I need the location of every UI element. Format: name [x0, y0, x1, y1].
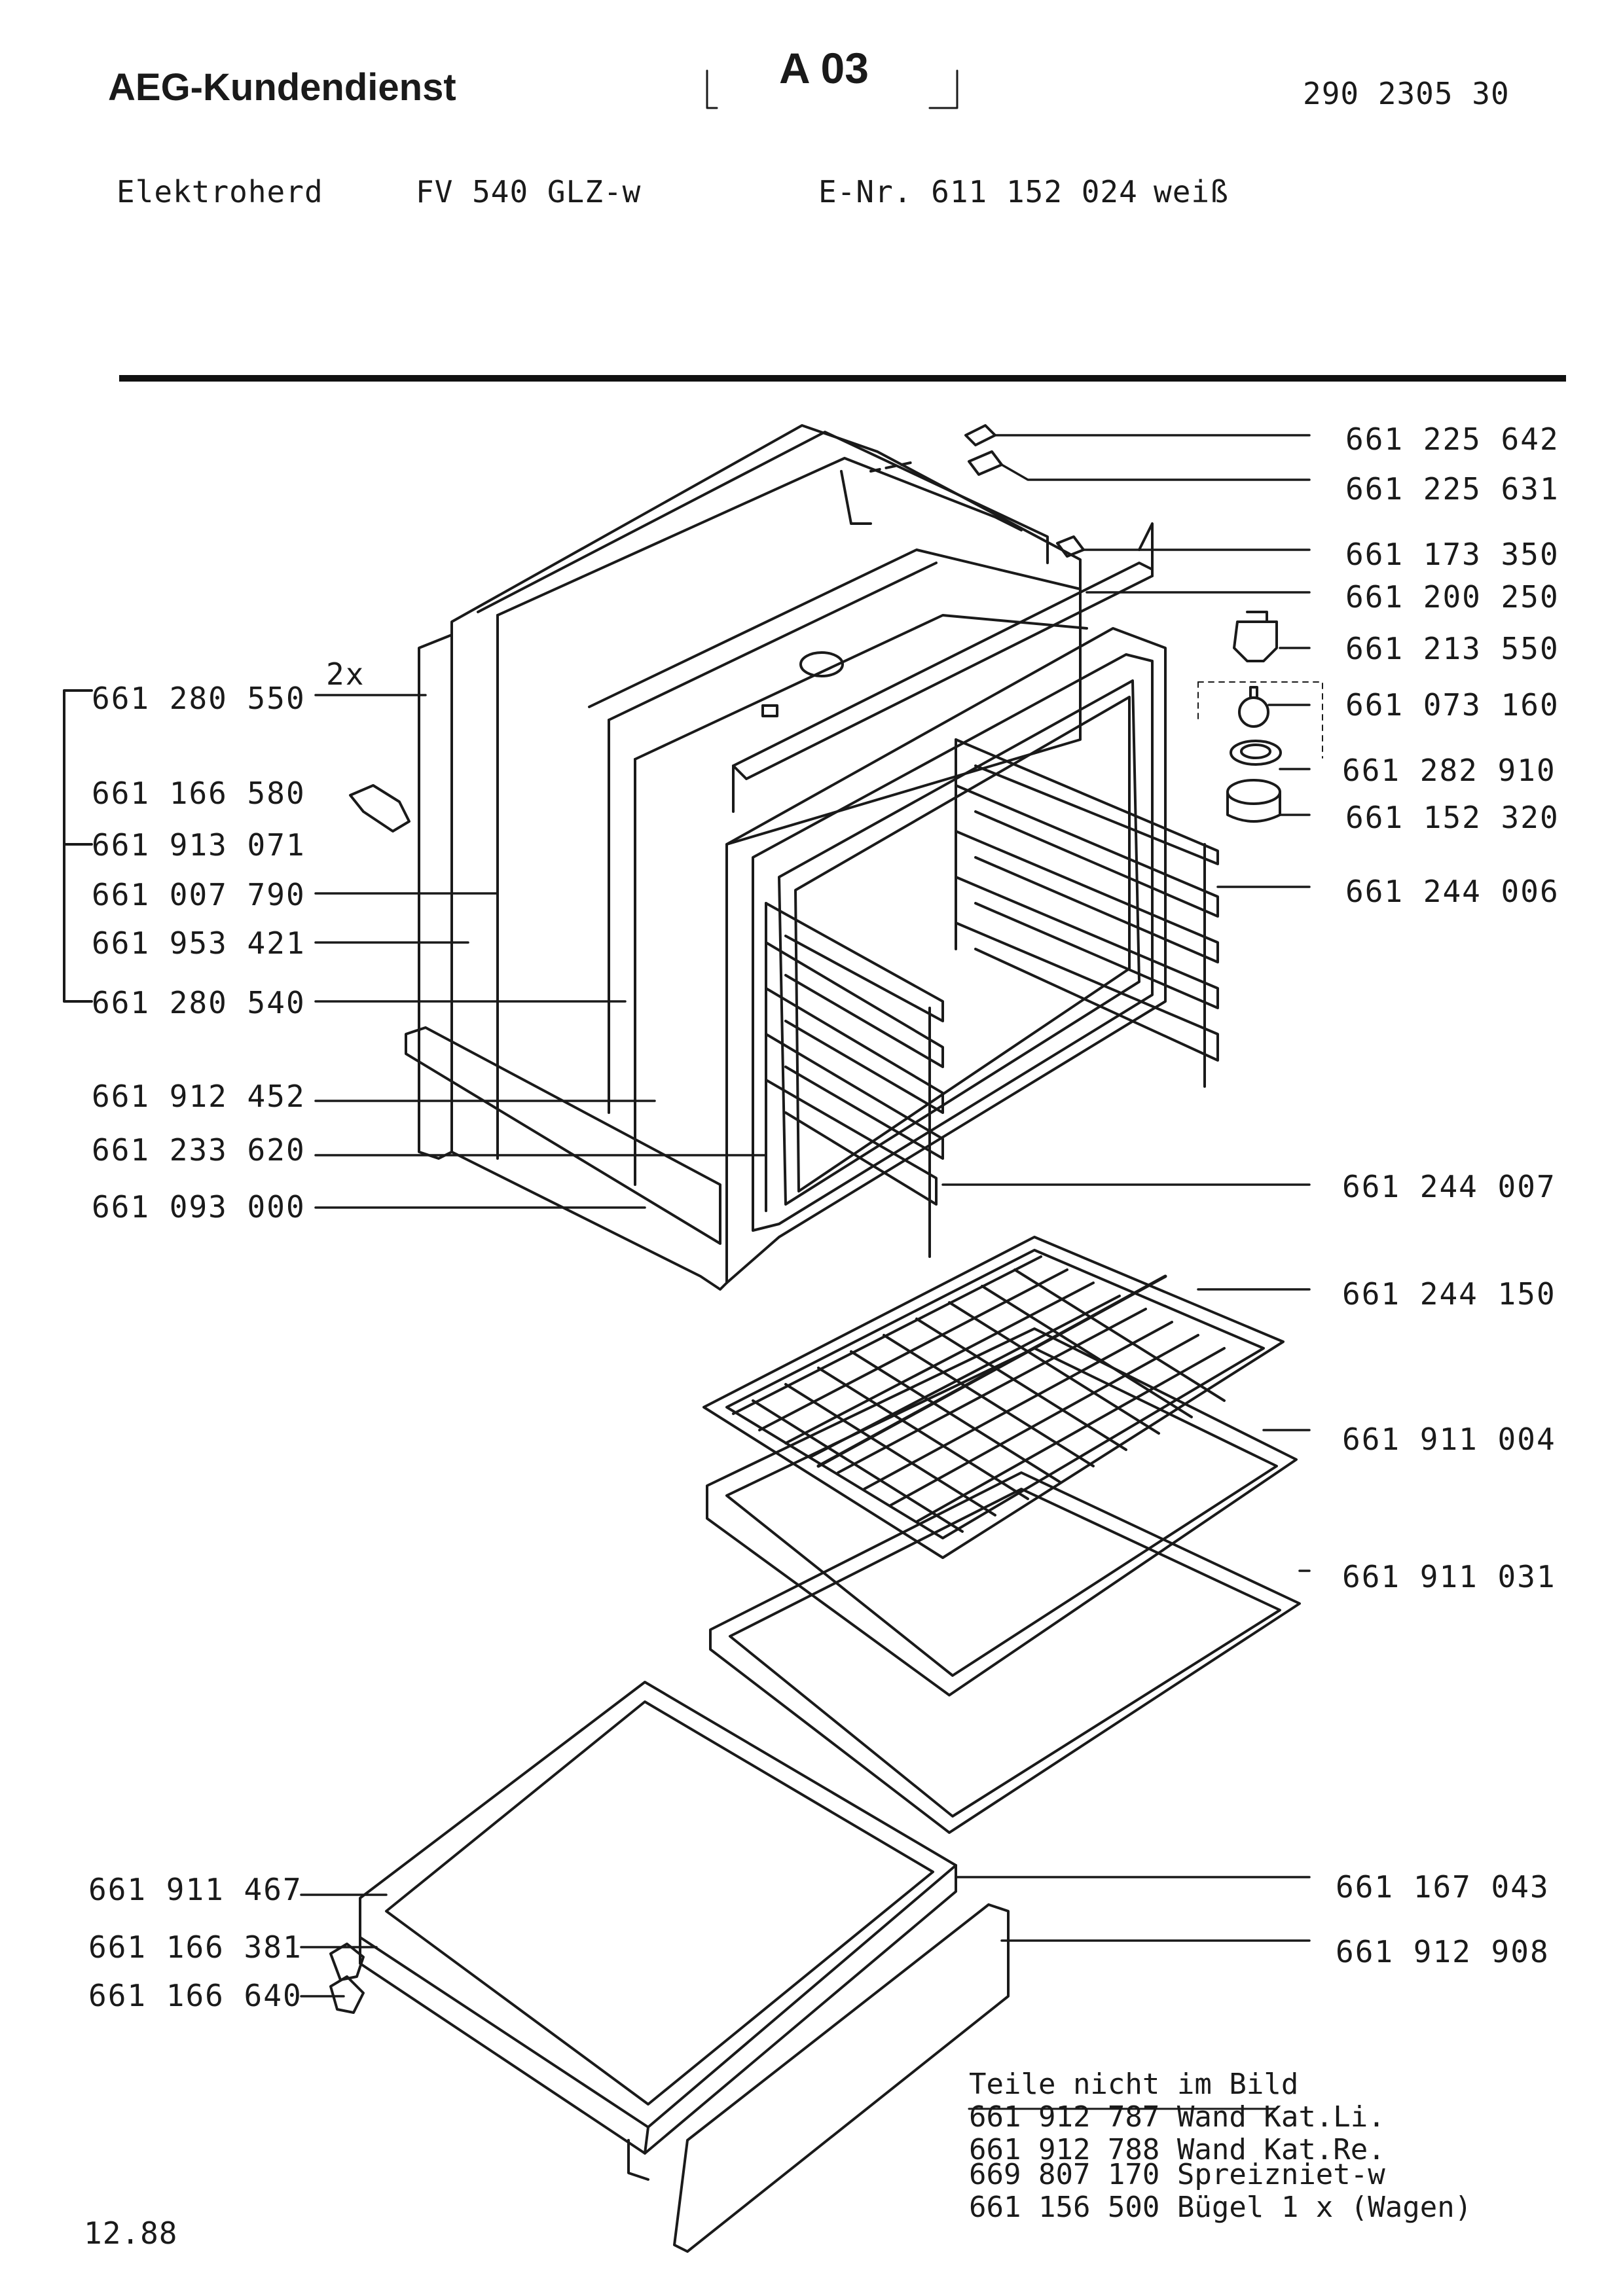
part-number-right: 661 213 550: [1345, 631, 1559, 666]
part-number-left: 661 912 452: [92, 1079, 306, 1114]
part-number-right: 661 244 150: [1342, 1276, 1556, 1312]
part-number-left: 661 166 580: [92, 776, 306, 811]
part-number-right: 661 282 910: [1342, 753, 1556, 788]
shelf-support-right: [955, 738, 1219, 1088]
baking-tray: [706, 1327, 1298, 1696]
not-shown-heading: Teile nicht im Bild: [969, 2068, 1299, 2101]
part-number-right: 661 073 160: [1345, 687, 1559, 723]
part-number-right: 661 225 642: [1345, 422, 1559, 457]
part-number-left: 661 093 000: [92, 1189, 306, 1225]
product-model: FV 540 GLZ-w: [416, 174, 642, 209]
leader-lines-right: [941, 434, 1311, 1942]
brand-title: AEG-Kundendienst: [108, 66, 456, 109]
corner-mark-right: [928, 69, 958, 109]
part-number-left: 661 280 540: [92, 985, 306, 1020]
storage-drawer: [359, 1681, 1010, 2253]
part-number-drawer-left: 661 911 467: [88, 1872, 302, 1907]
part-number-right: 661 911 004: [1342, 1422, 1556, 1457]
not-shown-item: 661 912 788 Wand Kat.Re.: [969, 2133, 1385, 2166]
group-bracket: [63, 689, 93, 1003]
part-number-left: 661 953 421: [92, 925, 306, 961]
sheet-number: A 03: [779, 44, 869, 92]
leader-lines-left: [300, 694, 767, 1998]
small-parts-right: [964, 424, 1323, 823]
part-number-right: 661 152 320: [1345, 800, 1559, 835]
product-type: Elektroherd: [117, 174, 323, 209]
header-rule: [119, 375, 1566, 382]
quantity-note: 2x: [326, 656, 365, 692]
part-number-left: 661 007 790: [92, 877, 306, 912]
shelf-support-left: [765, 902, 944, 1258]
part-number-left: 661 280 550: [92, 681, 306, 716]
small-parts-left: [329, 784, 410, 2014]
oven-rack: [702, 1236, 1285, 1559]
part-number-drawer-right: 661 912 908: [1336, 1934, 1550, 1969]
part-number-left: 661 913 071: [92, 827, 306, 863]
part-number-right: 661 244 007: [1342, 1169, 1556, 1204]
not-shown-item: 661 912 787 Wand Kat.Li.: [969, 2100, 1385, 2134]
part-number-left: 661 233 620: [92, 1132, 306, 1168]
part-number-right: 661 225 631: [1345, 471, 1559, 507]
drip-pan: [709, 1471, 1301, 1834]
product-enr: E-Nr. 611 152 024: [818, 174, 1138, 209]
part-number-drawer-left: 661 166 640: [88, 1978, 302, 2013]
product-color: weiß: [1154, 174, 1229, 209]
not-shown-item: 669 807 170 Spreizniet-w: [969, 2158, 1385, 2191]
part-number-drawer-right: 661 167 043: [1336, 1869, 1550, 1905]
part-number-drawer-left: 661 166 381: [88, 1929, 302, 1965]
revision-date: 12.88: [84, 2215, 178, 2251]
part-number-right: 661 911 031: [1342, 1559, 1556, 1594]
part-number-right: 661 200 250: [1345, 579, 1559, 615]
part-number-right: 661 244 006: [1345, 874, 1559, 909]
oven-shell: [405, 424, 1167, 1291]
document-number: 290 2305 30: [1303, 76, 1510, 111]
corner-mark-left: [706, 69, 718, 109]
part-number-right: 661 173 350: [1345, 537, 1559, 572]
not-shown-item: 661 156 500 Bügel 1 x (Wagen): [969, 2191, 1472, 2224]
